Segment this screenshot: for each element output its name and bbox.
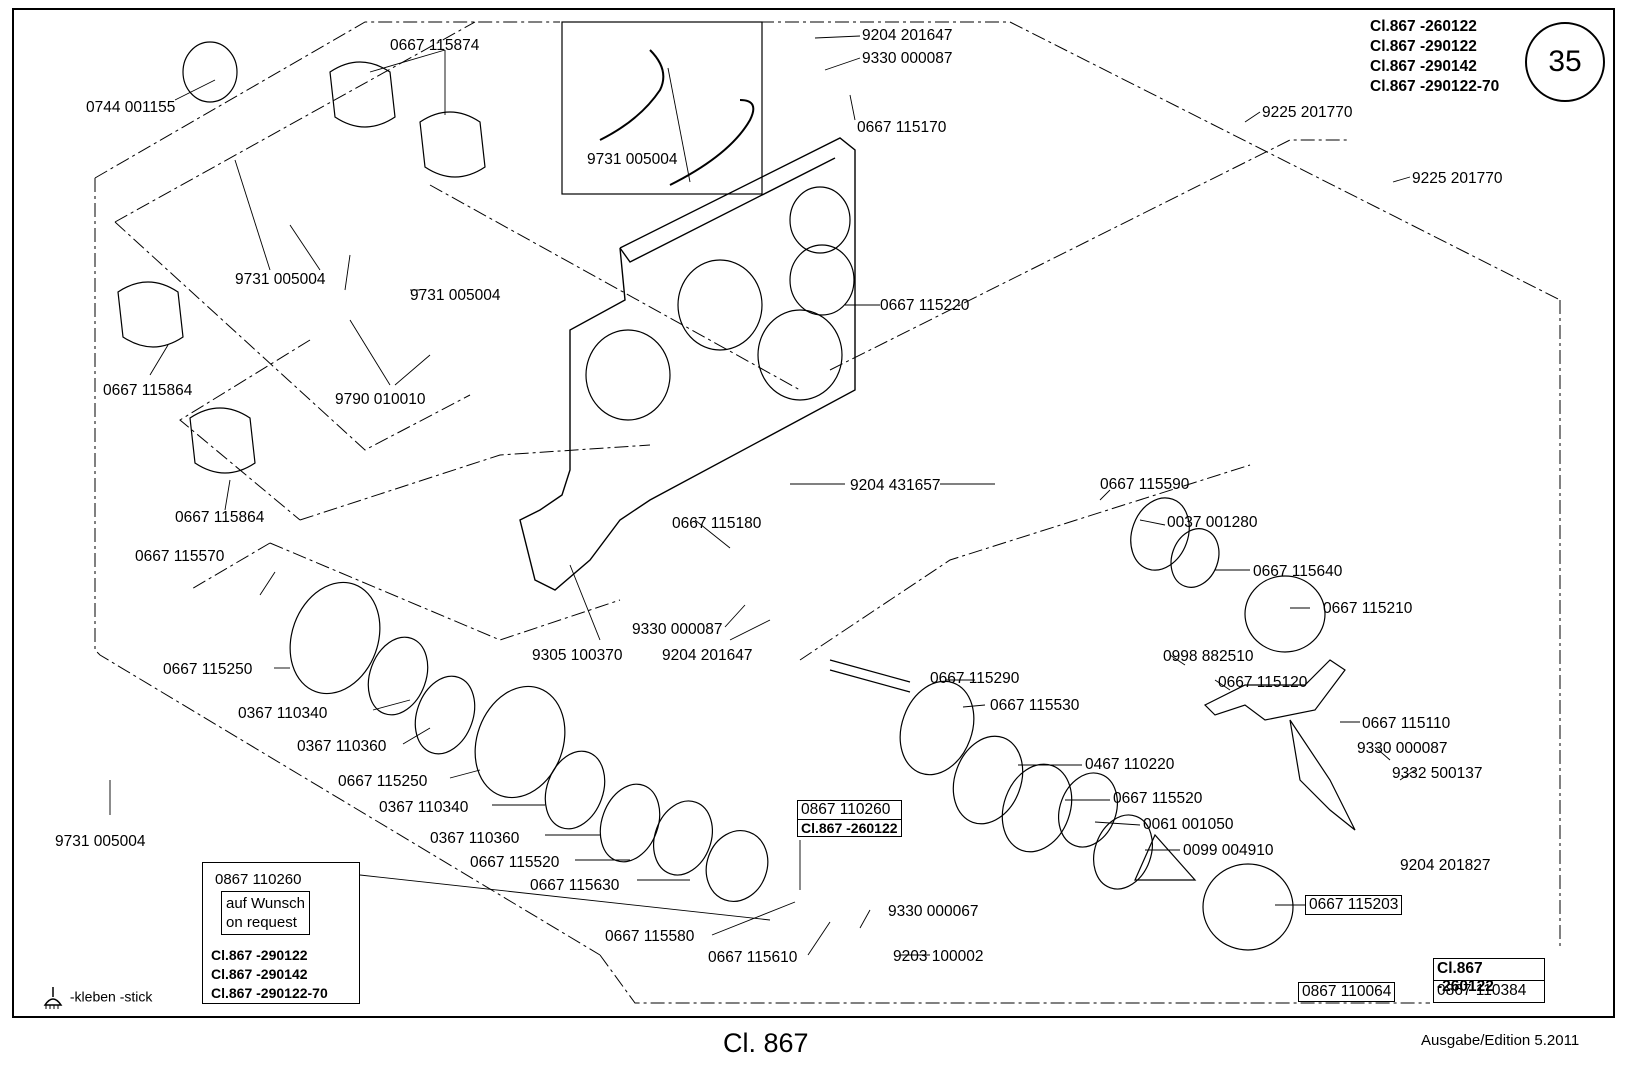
model-item: Cl.867 -290122-70 [1370,78,1500,95]
part-label: 0744 001155 [86,99,176,116]
stud [829,659,911,693]
variant-box-middle: 0867 110260 Cl.867 -260122 [797,800,902,837]
part-label: 0667 115290 [930,670,1020,687]
variant-part-label: 0867 110064 [1298,982,1396,1002]
assembly-outline [94,21,1561,1004]
part-label: 0667 115580 [605,928,695,945]
part-label: 9330 000087 [1357,740,1448,757]
part-label: 0061 001050 [1143,816,1234,833]
tension-discs-left [289,581,769,902]
hoses [599,49,755,186]
request-text-en: on request [226,914,297,931]
part-label: 0099 004910 [1183,842,1274,859]
variant-box-right: Cl.867 -260122 0867 110384 [1433,958,1545,1003]
part-label: 9204 431657 [850,477,941,494]
part-label: 0667 115530 [990,697,1080,714]
part-label: 9204 201647 [862,27,953,44]
variant-part-label: 0867 110260 [797,800,902,820]
part-label: 9330 000087 [632,621,723,638]
part-label-boxed: 0667 115203 [1305,895,1403,915]
part-label: 0667 115210 [1323,600,1413,617]
part-label: 9330 000067 [888,903,979,920]
part-label: 9731 005004 [235,271,326,288]
part-label: 0667 115864 [175,509,265,526]
tension-units [585,186,855,421]
variant-model-label: Cl.867 -260122 [797,819,902,837]
variant-model-label: Cl.867 -260122 [1433,958,1545,995]
part-label: 0667 115120 [1218,674,1308,691]
part-label: 0667 115220 [880,297,970,314]
part-label: 0667 115630 [530,877,620,894]
part-label: 0667 115610 [708,949,798,966]
part-label: 9790 010010 [335,391,426,408]
part-label: 9332 500137 [1392,765,1483,782]
model-item: Cl.867 -290122-70 [211,985,328,1001]
part-label: 9731 005004 [410,287,501,304]
hose-detail-box [561,21,763,195]
part-label: 0667 115874 [390,37,480,54]
part-label: 0667 115520 [1113,790,1203,807]
request-text-de: auf Wunsch [226,895,305,912]
part-label: 0367 110340 [379,799,469,816]
part-label: 0367 110360 [430,830,520,847]
model-item: Cl.867 -260122 [1370,18,1477,35]
part-label: 9225 201770 [1262,104,1353,121]
part-label: 0667 115180 [672,515,762,532]
model-item: Cl.867 -290122 [211,947,308,963]
part-label: 9225 201770 [1412,170,1503,187]
spring-lever [1203,659,1356,831]
legend-text: -kleben -stick [69,988,153,1005]
part-label: 0667 115250 [163,661,253,678]
part-label: 0667 115864 [103,382,193,399]
request-models: Cl.867 -290122 Cl.867 -290142 Cl.867 -29… [211,946,328,1003]
legend: -kleben -stick [40,987,152,1009]
leader-lines [109,35,1416,956]
thread-guides [117,41,486,474]
on-request-box: 0867 110260 auf Wunsch on request Cl.867… [202,862,360,1004]
part-label: 9305 100370 [532,647,623,664]
mounting-plate [519,137,856,591]
edition-label: Ausgabe/Edition 5.2011 [1421,1032,1580,1049]
part-label: 0367 110340 [238,705,328,722]
page-number: 35 [1548,45,1582,78]
part-label: 0667 115250 [338,773,428,790]
drawing-frame [12,8,1615,1018]
model-list: Cl.867 -260122 Cl.867 -290122 Cl.867 -29… [1370,17,1499,97]
part-label: 0667 115520 [470,854,560,871]
part-label: 0998 882510 [1163,648,1254,665]
part-label: 9203 100002 [893,948,984,965]
part-label: 0467 110220 [1085,756,1175,773]
variant-part-label: 0867 110384 [1433,980,1545,1003]
part-label: 9330 000087 [862,50,953,67]
part-label: 9731 005004 [587,151,678,168]
part-label: 0667 115590 [1100,476,1190,493]
model-item: Cl.867 -290122 [1370,38,1477,55]
page-title: Cl. 867 [723,1028,809,1058]
page-number-circle: 35 [1525,22,1605,102]
glue-brush-icon [43,987,63,1009]
part-label: 0667 115640 [1253,563,1343,580]
part-label: 0667 115110 [1362,715,1451,732]
part-label: 0367 110360 [297,738,387,755]
model-item: Cl.867 -290142 [211,966,308,982]
model-item: Cl.867 -290142 [1370,58,1477,75]
part-label: 9204 201827 [1400,857,1491,874]
tension-discs-right [899,497,1326,951]
part-label: 0037 001280 [1167,514,1258,531]
part-label: 9731 005004 [55,833,146,850]
request-note: auf Wunsch on request [221,891,310,935]
part-label: 0667 115170 [857,119,947,136]
part-label: 0667 115570 [135,548,225,565]
request-part-label: 0867 110260 [215,871,302,888]
conical-spring [1134,833,1197,881]
part-label: 9204 201647 [662,647,753,664]
